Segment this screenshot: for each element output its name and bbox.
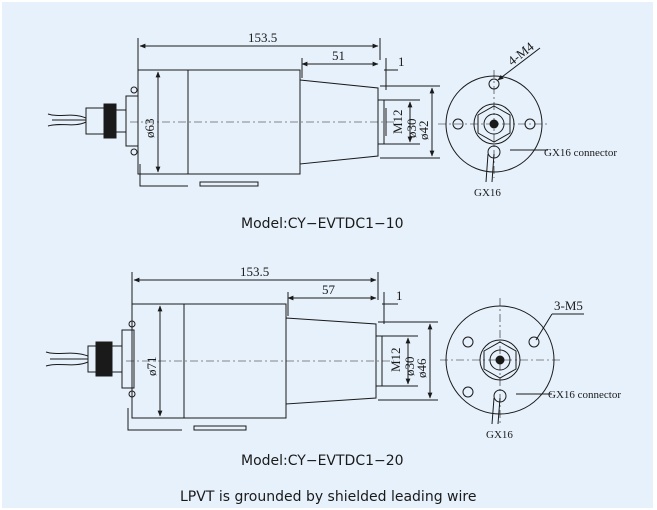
- dim-cone-1: 51: [332, 48, 345, 63]
- dim-dia-inner-1: ø30: [404, 119, 419, 139]
- bracket-1: [139, 164, 259, 187]
- side-view-1: [47, 38, 440, 187]
- connector-code-1: GX16: [474, 187, 501, 199]
- connector-code-2: GX16: [486, 429, 513, 441]
- footer-note: LPVT is grounded by shielded leading wir…: [180, 489, 477, 505]
- caption-model-2: Model:CY−EVTDC1−20: [241, 453, 404, 469]
- dim-dia-inner-2: ø30: [402, 357, 417, 377]
- connector-plug-2: [87, 345, 97, 373]
- cone-2: [285, 317, 377, 405]
- dim-dia-outer-2: ø46: [414, 358, 429, 378]
- bracket-2: [127, 408, 247, 431]
- end-view-2: [440, 298, 584, 425]
- side-view-2: [45, 272, 438, 431]
- end-view-1: [438, 47, 550, 183]
- dim-thread-2: M12: [388, 347, 403, 372]
- connector-plug-1: [85, 107, 105, 135]
- cable-1: [47, 113, 87, 127]
- dim-body-dia-1: ø63: [142, 119, 157, 139]
- dim-length-1: 153.5: [248, 30, 277, 45]
- dim-body-dia-2: ø71: [144, 357, 159, 377]
- cable-2: [45, 351, 89, 367]
- connector-label-1: GX16 connector: [544, 147, 617, 159]
- caption-model-1: Model:CY−EVTDC1−10: [241, 216, 404, 232]
- holes-2: 3-M5: [554, 298, 583, 313]
- dim-shaft-2: 1: [396, 288, 403, 303]
- holes-1: 4-M4: [505, 38, 537, 68]
- cone-1: [299, 79, 379, 165]
- connector-label-2: GX16 connector: [548, 389, 621, 401]
- dim-shaft-1: 1: [398, 54, 405, 69]
- dim-dia-outer-1: ø42: [416, 121, 431, 141]
- dim-thread-1: M12: [390, 109, 405, 134]
- dim-cone-2: 57: [322, 282, 336, 297]
- dim-length-2: 153.5: [240, 264, 269, 279]
